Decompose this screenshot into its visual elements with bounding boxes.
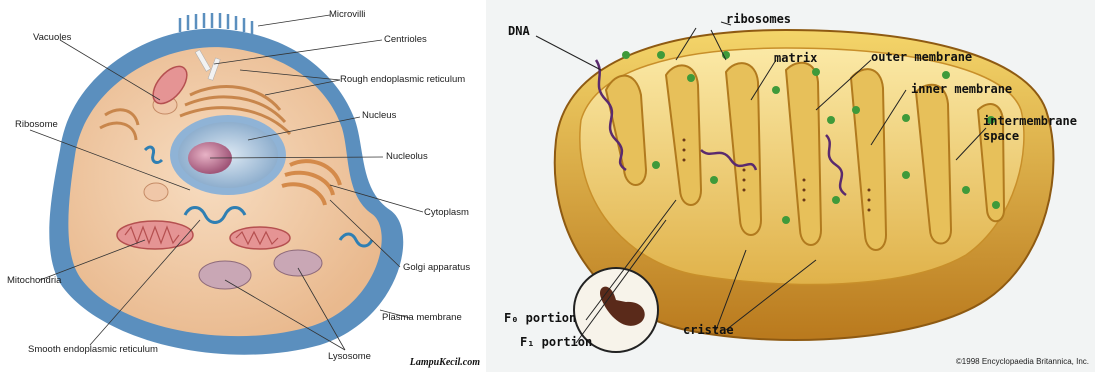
animal-cell-credit: LampuKecil.com bbox=[410, 357, 480, 368]
cytoplasm-label: Cytoplasm bbox=[424, 207, 469, 218]
microvilli-label: Microvilli bbox=[329, 9, 365, 20]
nucleus-label: Nucleus bbox=[362, 110, 396, 121]
f0-portion-label: F₀ portion bbox=[504, 312, 576, 325]
vacuoles-label: Vacuoles bbox=[33, 32, 71, 43]
mitochondria-label: Mitochondria bbox=[7, 275, 61, 286]
lysosome-shape bbox=[199, 261, 251, 289]
plasma-membrane-label: Plasma membrane bbox=[382, 312, 462, 323]
intermembrane-space-label-line2: space bbox=[983, 130, 1019, 143]
mitochondrion-credit: ©1998 Encyclopaedia Britannica, Inc. bbox=[956, 357, 1089, 366]
f1-portion-label: F₁ portion bbox=[520, 336, 592, 349]
ribosomes-label: ribosomes bbox=[726, 13, 791, 26]
cristae-label: cristae bbox=[683, 324, 734, 337]
intermembrane-space-label-line1: intermembrane bbox=[983, 115, 1077, 128]
inner-membrane-label: inner membrane bbox=[911, 83, 1012, 96]
outer-membrane-label: outer membrane bbox=[871, 51, 972, 64]
animal-cell-panel: Microvilli Centrioles Rough endoplasmic … bbox=[0, 0, 486, 372]
smooth-er-label: Smooth endoplasmic reticulum bbox=[28, 344, 158, 355]
nucleolus-label: Nucleolus bbox=[386, 151, 428, 162]
matrix-label: matrix bbox=[774, 52, 817, 65]
ribosome-label: Ribosome bbox=[15, 119, 58, 130]
golgi-label: Golgi apparatus bbox=[403, 262, 470, 273]
lysosome-label: Lysosome bbox=[328, 351, 371, 362]
dna-label: DNA bbox=[508, 25, 530, 38]
rough-er-label: Rough endoplasmic reticulum bbox=[340, 74, 465, 85]
centrioles-label: Centrioles bbox=[384, 34, 427, 45]
mitochondrion-panel: DNA ribosomes matrix outer membrane inne… bbox=[486, 0, 1095, 372]
